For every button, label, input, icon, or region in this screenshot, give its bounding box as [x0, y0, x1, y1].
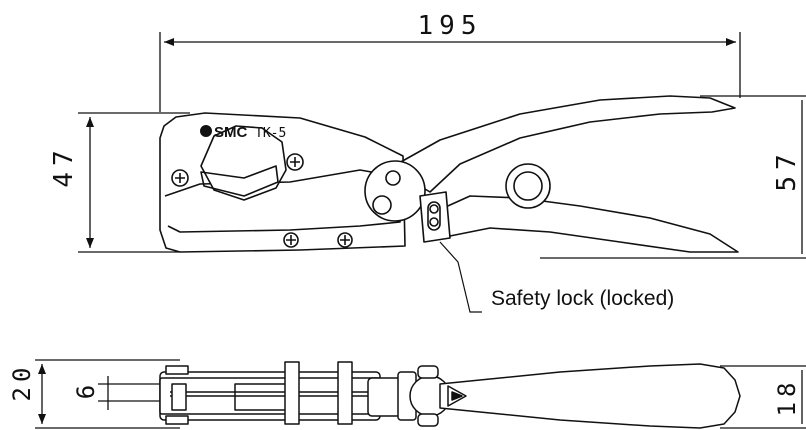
blade-gap-label: 6: [72, 385, 100, 399]
handle-width-label: 18: [773, 378, 801, 417]
svg-text:TK-5: TK-5: [255, 126, 286, 141]
safety-lock-leader-line: [439, 241, 482, 313]
screw-icon: [283, 232, 299, 248]
handle-height-label: 57: [772, 148, 802, 191]
cutter-side-view: [159, 361, 741, 429]
handle-height-dimension: [540, 95, 806, 259]
svg-text:SMC: SMC: [214, 124, 248, 141]
body-width-dimension: [35, 359, 180, 429]
head-height-label: 47: [49, 144, 79, 187]
screw-icon: [171, 169, 189, 187]
overall-length-dimension: [159, 32, 741, 112]
head-height-dimension: [78, 112, 190, 253]
body-width-label: 20: [8, 363, 36, 402]
brand-logo: SMC TK-5: [200, 124, 286, 141]
cutter-head: [159, 112, 406, 253]
overall-length-label: 195: [418, 11, 483, 41]
safety-lock-callout: Safety lock (locked): [491, 287, 675, 310]
screw-icon: [337, 232, 353, 248]
handle-width-dimension: [720, 365, 806, 429]
cutter-handles: [364, 95, 739, 253]
screw-icon: [286, 153, 304, 171]
